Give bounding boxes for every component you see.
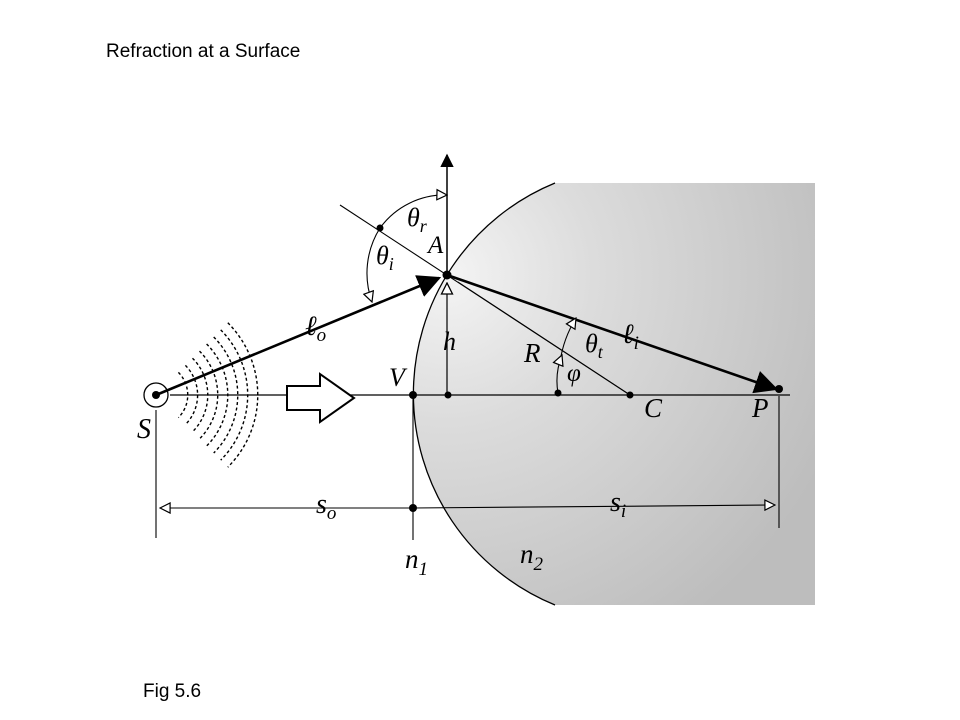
image-distance-arrow [412,505,775,508]
radius-line [457,281,631,396]
medium-2-region [413,183,815,605]
figure-caption: Fig 5.6 [143,681,202,702]
label-A: A [426,232,444,259]
label-s-i: si [610,487,626,522]
label-R: R [523,338,541,368]
label-phi: φ [567,360,581,387]
label-theta-r: θr [407,203,428,236]
refracted-ray [446,273,779,394]
slide-title: Refraction at a Surface [106,41,301,62]
angle-arc-theta-r [379,195,447,229]
distance-origin-point [409,504,417,512]
label-l-i: ℓi [622,319,639,354]
incident-ray [155,275,442,397]
angle-arc-theta-i [367,227,381,302]
vertex-point [409,391,417,399]
label-C: C [644,393,663,423]
label-h: h [443,327,456,356]
label-s-o: so [316,489,336,524]
label-n2: n2 [520,539,544,575]
label-l-o: ℓo [305,311,326,346]
normal-extension-point [376,224,384,232]
label-P: P [751,393,769,423]
image-point [775,385,783,393]
label-n1: n1 [405,544,428,580]
center-point [626,391,634,399]
label-theta-i: θi [376,241,394,274]
label-V: V [389,363,408,392]
wave-direction-arrow [286,372,356,424]
incidence-point [442,270,452,280]
label-theta-t: θt [585,329,604,362]
height-foot-point [444,391,452,399]
label-S: S [137,414,151,445]
spherical-wavefronts [177,322,259,468]
axis-point-R [554,389,562,397]
